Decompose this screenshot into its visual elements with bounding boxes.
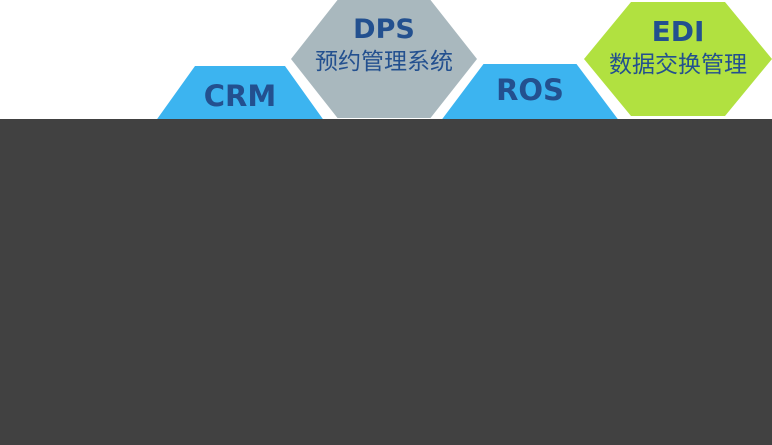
- hex-edi: EDI 数据交换管理: [584, 2, 772, 116]
- crm-abbreviation: CRM: [203, 79, 277, 113]
- hex-dps: DPS 预约管理系统: [291, 0, 477, 118]
- dps-abbreviation: DPS: [353, 14, 415, 45]
- dark-overlay-panel: [0, 119, 772, 445]
- ros-abbreviation: ROS: [496, 73, 564, 107]
- edi-abbreviation: EDI: [651, 15, 705, 48]
- edi-full-name: 数据交换管理: [609, 52, 747, 78]
- dps-full-name: 预约管理系统: [315, 49, 453, 75]
